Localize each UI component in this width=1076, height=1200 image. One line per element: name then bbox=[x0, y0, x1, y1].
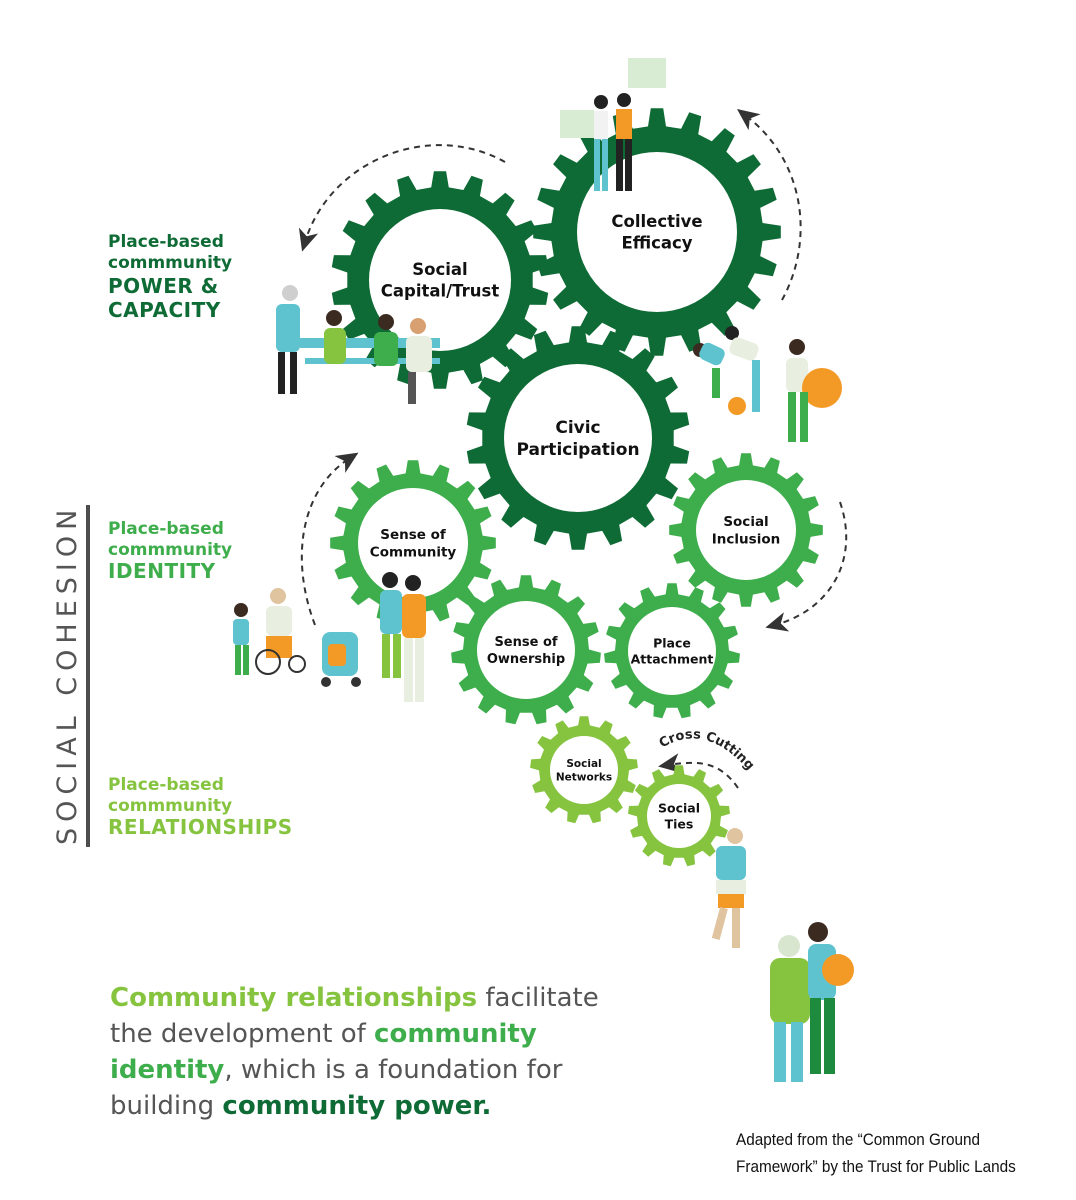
gear-sense-of-ownership-hub bbox=[477, 601, 575, 699]
tier-label-identity: Place-based commmunity IDENTITY bbox=[108, 519, 232, 582]
gear-collective-efficacy-label-line2: Efficacy bbox=[621, 234, 692, 253]
people-couple-illustration bbox=[770, 922, 854, 1082]
gear-sense-of-community-hub bbox=[358, 488, 468, 598]
gear-sense-of-community-label-line1: Sense of bbox=[380, 527, 446, 543]
tier-rel-line1: Place-based bbox=[108, 775, 224, 795]
people-bench-illustration bbox=[276, 285, 440, 404]
gear-social-capital-trust-label-line2: Capital/Trust bbox=[381, 282, 500, 301]
people-stroller-illustration bbox=[321, 572, 426, 702]
gear-social-networks-label-line1: Social bbox=[566, 758, 601, 770]
arrow-top-left bbox=[298, 144, 506, 252]
gear-sense-of-ownership-label-line1: Sense of bbox=[494, 635, 557, 650]
summary-part-2: facilitate the development of bbox=[110, 983, 599, 1049]
tier-identity-line3: IDENTITY bbox=[108, 559, 216, 583]
cycle-arrows bbox=[298, 108, 848, 789]
gear-social-inclusion-label-line2: Inclusion bbox=[712, 532, 780, 548]
tier-rel-line3: RELATIONSHIPS bbox=[108, 815, 293, 839]
summary-part-5: community power. bbox=[222, 1091, 492, 1121]
tier-power-line4: CAPACITY bbox=[108, 298, 221, 322]
gear-sense-of-ownership-label-line2: Ownership bbox=[487, 652, 565, 667]
gear-social-ties-hub bbox=[647, 784, 711, 848]
gear-sense-of-community: Sense of Community bbox=[330, 460, 496, 626]
tier-rel-line2: commmunity bbox=[108, 796, 233, 816]
gear-civic-participation-label-line1: Civic bbox=[555, 418, 600, 438]
tier-label-relationships: Place-based commmunity RELATIONSHIPS bbox=[108, 775, 293, 838]
gear-social-capital-trust-label-line1: Social bbox=[412, 260, 467, 279]
people-protest-illustration bbox=[560, 58, 666, 191]
gear-place-attachment-label-line2: Attachment bbox=[631, 652, 714, 667]
gear-civic-participation-hub bbox=[504, 364, 652, 512]
summary-part-4: , which is a foundation for building bbox=[110, 1055, 563, 1121]
tier-power-line3: POWER & bbox=[108, 274, 219, 298]
gear-social-ties-label-line1: Social bbox=[658, 800, 700, 815]
arrow-mid-right bbox=[765, 501, 848, 632]
people-running-illustration bbox=[711, 828, 746, 948]
credit-line1: Adapted from the “Common Ground bbox=[736, 1130, 981, 1149]
tier-power-line2: commmunity bbox=[108, 253, 233, 273]
gear-place-attachment-hub bbox=[628, 607, 716, 695]
gear-civic-participation-label-line2: Participation bbox=[516, 440, 639, 460]
gear-social-networks-label-line2: Networks bbox=[556, 772, 612, 784]
people-family-illustration bbox=[233, 588, 306, 675]
side-label: SOCIAL COHESION bbox=[52, 503, 83, 845]
summary-part-1: Community relationships bbox=[110, 983, 478, 1013]
tier-label-power: Place-based commmunity POWER & CAPACITY bbox=[108, 232, 232, 322]
tier-identity-line1: Place-based bbox=[108, 519, 224, 539]
tier-identity-line2: commmunity bbox=[108, 540, 233, 560]
arrow-cross-cutting bbox=[658, 753, 739, 789]
credit-line2: Framework” by the Trust for Public Lands bbox=[736, 1157, 1016, 1176]
gear-social-networks-hub bbox=[550, 736, 618, 804]
gear-social-inclusion-label-line1: Social bbox=[723, 514, 768, 530]
source-credit: Adapted from the “Common Ground Framewor… bbox=[736, 1126, 1033, 1180]
gear-collective-efficacy-hub bbox=[577, 152, 737, 312]
gear-collective-efficacy-label-line1: Collective bbox=[611, 212, 702, 231]
gear-sense-of-ownership: Sense of Ownership bbox=[451, 575, 601, 725]
gear-social-inclusion-hub bbox=[696, 480, 796, 580]
gear-social-capital-trust-hub bbox=[369, 209, 511, 351]
gear-social-ties-label-line2: Ties bbox=[665, 817, 694, 832]
arrow-mid-left bbox=[300, 452, 359, 626]
cross-cutting-label: Cross Cutting bbox=[657, 727, 757, 773]
summary-part-3: community identity bbox=[110, 1019, 537, 1085]
gear-place-attachment-label-line1: Place bbox=[653, 635, 691, 650]
summary-statement: Community relationships facilitate the d… bbox=[110, 980, 630, 1124]
arrow-top-right bbox=[737, 108, 802, 301]
people-gardening-illustration bbox=[693, 326, 842, 442]
side-label-bar bbox=[86, 505, 90, 847]
tier-power-line1: Place-based bbox=[108, 232, 224, 252]
gear-sense-of-community-label-line2: Community bbox=[370, 545, 457, 561]
